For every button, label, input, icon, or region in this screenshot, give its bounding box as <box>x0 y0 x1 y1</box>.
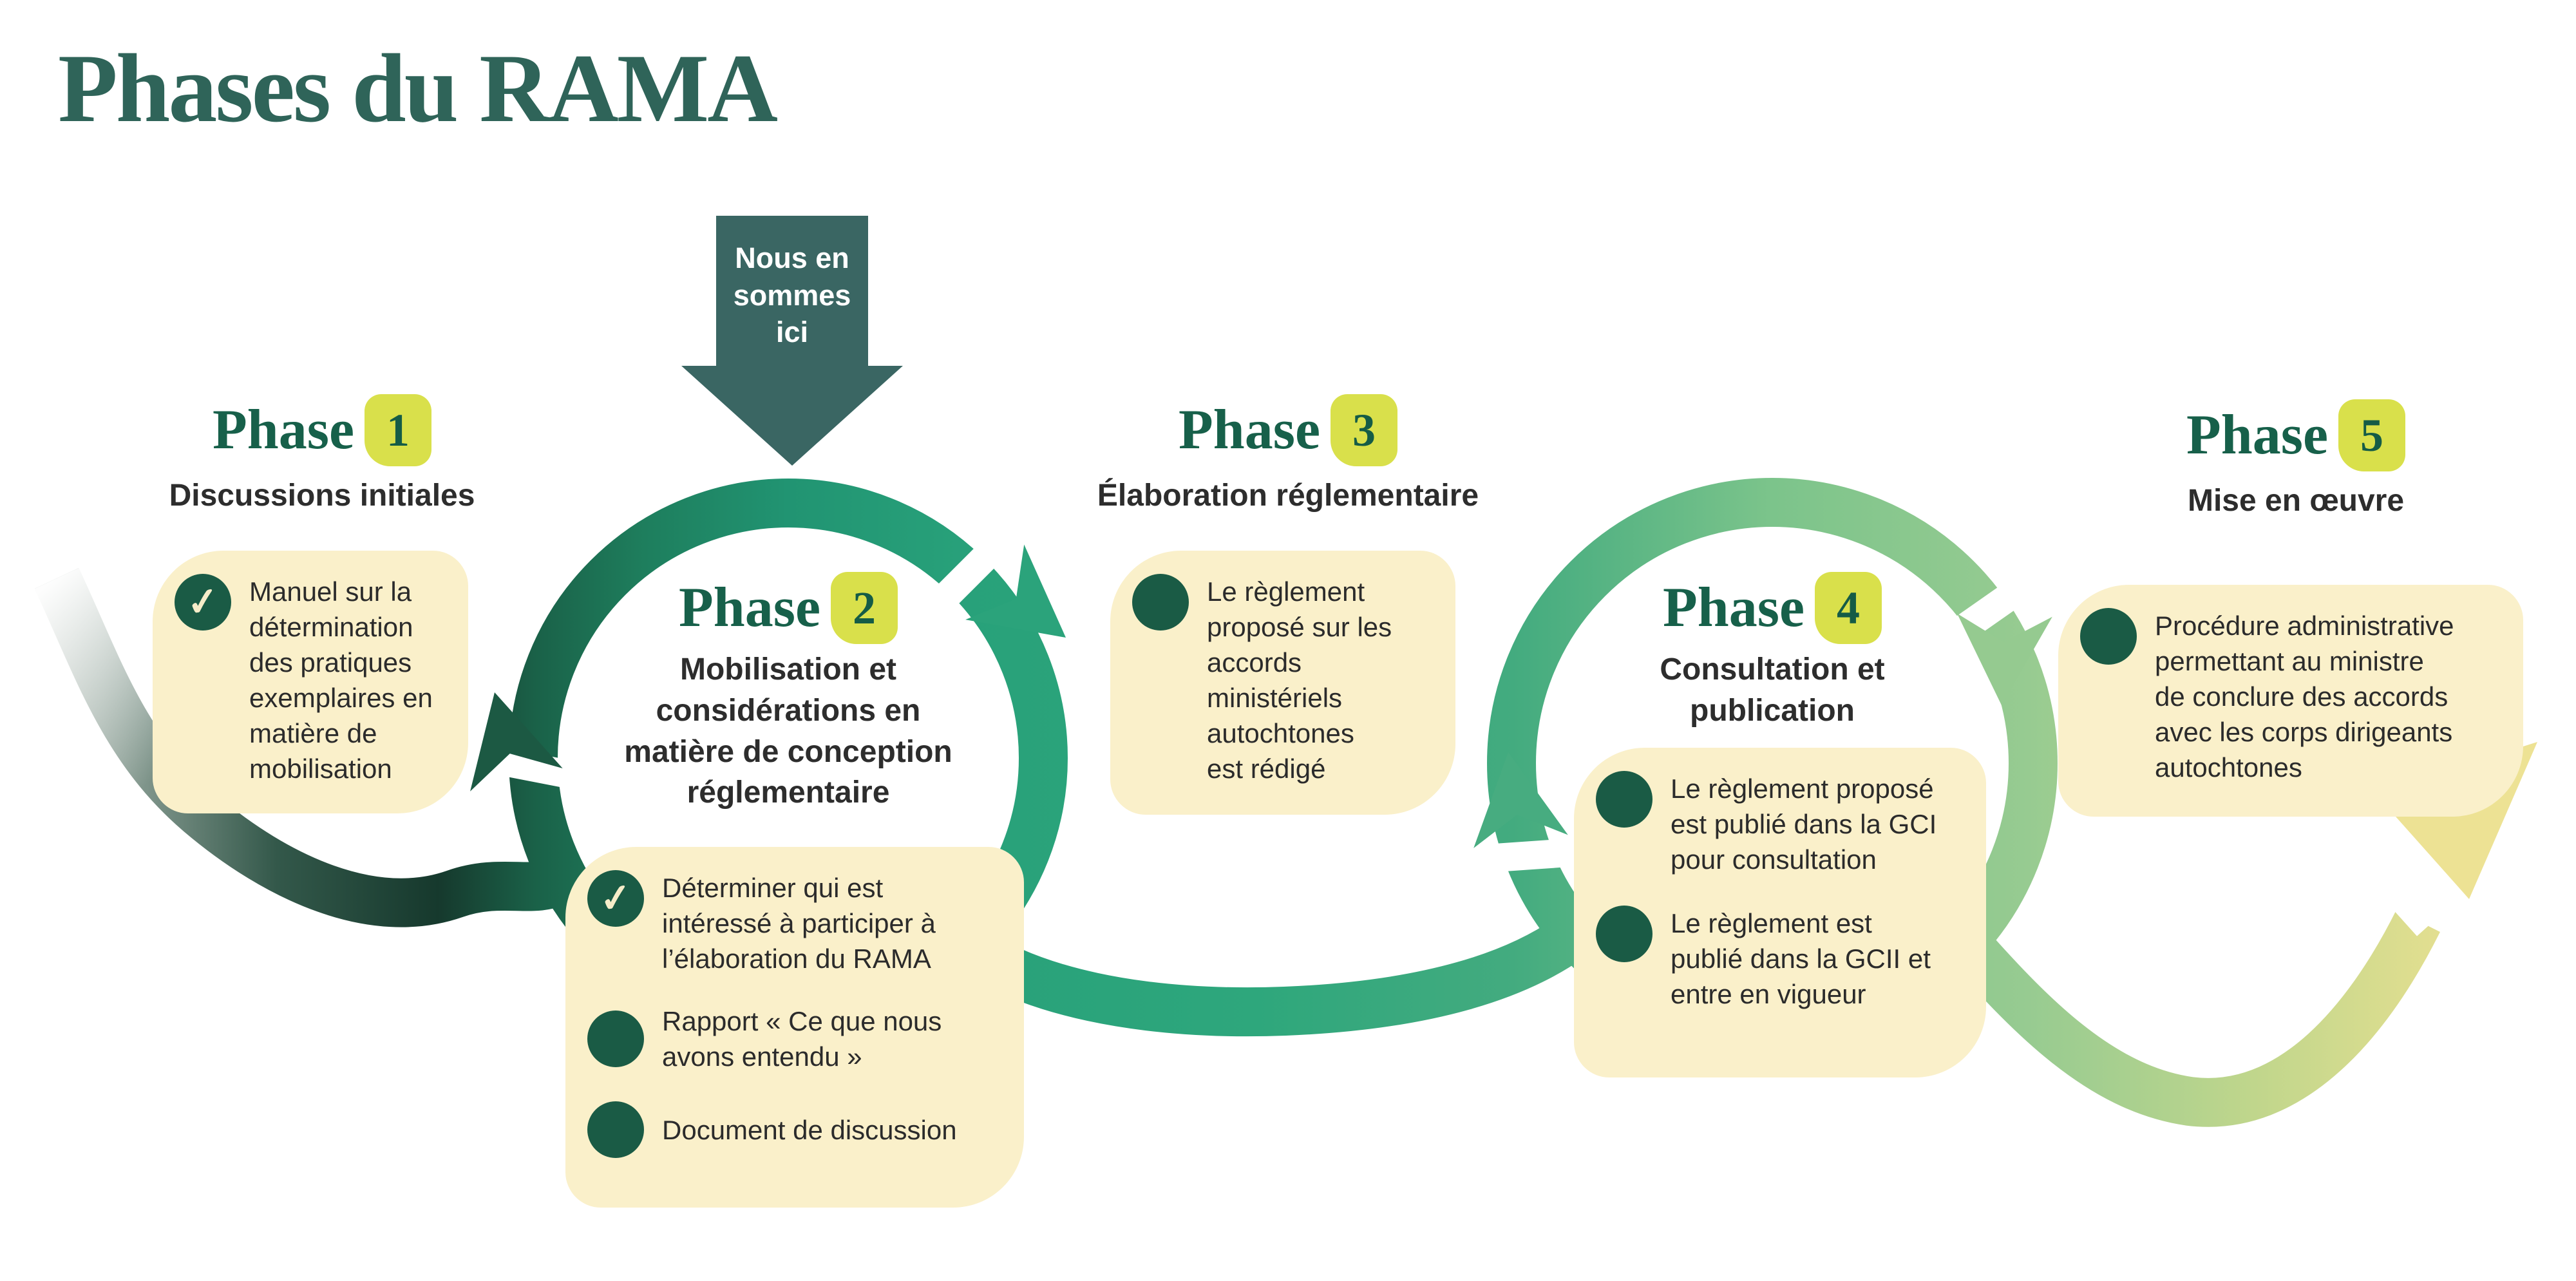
phase-2-subtitle: Mobilisation et considérations en matièr… <box>624 652 952 810</box>
check-circle-icon: ✓ <box>175 574 231 631</box>
flow-gap-2 <box>922 520 1023 620</box>
phase-4-number: 4 <box>1837 582 1860 634</box>
phase-4-label: Phase 4 <box>1663 572 1882 644</box>
phase-1-label: Phase 1 <box>213 394 431 466</box>
list-item: Le règlement proposé est publié dans la … <box>1596 771 1964 877</box>
dot-circle-icon <box>1132 574 1189 631</box>
flow-gap-3 <box>1455 838 1571 875</box>
phase-3-label: Phase 3 <box>1179 394 1397 466</box>
phase-2-number-badge: 2 <box>831 572 898 644</box>
dot-circle-icon <box>1596 906 1653 963</box>
phase-1-number-badge: 1 <box>365 394 431 466</box>
flow-valley-2 <box>930 902 1607 1037</box>
list-item: ✓ Manuel sur la détermination des pratiq… <box>175 574 446 786</box>
check-circle-icon: ✓ <box>587 870 644 927</box>
list-item: Le règlement proposé sur les accords min… <box>1132 574 1434 786</box>
dot-circle-icon <box>2080 608 2137 665</box>
phase-3-word: Phase <box>1179 399 1320 461</box>
phase-5-card: Procédure administrative permettant au m… <box>2058 585 2523 817</box>
phase-5-number: 5 <box>2360 410 2383 461</box>
phase-2-label: Phase 2 <box>679 572 898 644</box>
direction-chevron-4-icon <box>1956 613 2052 705</box>
page-title: Phases du RAMA <box>58 34 778 142</box>
list-item: Procédure administrative permettant au m… <box>2080 608 2501 785</box>
flow-gap-end <box>2341 831 2440 936</box>
phase-4-number-badge: 4 <box>1815 572 1882 644</box>
item-text: Le règlement proposé sur les accords min… <box>1207 576 1392 784</box>
item-text: Le règlement est publié dans la GCII et … <box>1671 908 1931 1010</box>
phase-5-subtitle: Mise en œuvre <box>2187 484 2405 518</box>
phase-3-subtitle: Élaboration réglementaire <box>1097 479 1479 513</box>
list-item: Le règlement est publié dans la GCII et … <box>1596 906 1964 1012</box>
phase-5-label: Phase 5 <box>2186 399 2405 471</box>
item-text: Procédure administrative permettant au m… <box>2155 611 2454 783</box>
flow-gap-4 <box>1933 567 2042 656</box>
direction-chevron-1-icon <box>470 692 563 792</box>
here-arrow-icon <box>681 216 903 466</box>
phase-4-word: Phase <box>1663 576 1804 639</box>
dot-circle-icon <box>587 1101 644 1159</box>
phase-3-number-badge: 3 <box>1331 394 1397 466</box>
item-text: Déterminer qui est intéressé à participe… <box>662 873 936 974</box>
phase-2-card: ✓ Déterminer qui est intéressé à partici… <box>565 847 1024 1208</box>
phase-3-number: 3 <box>1352 404 1376 456</box>
phase-1-word: Phase <box>213 399 354 461</box>
item-text: Le règlement proposé est publié dans la … <box>1671 773 1937 875</box>
direction-chevron-2-icon <box>965 544 1066 638</box>
phase-4-card: Le règlement proposé est publié dans la … <box>1574 748 1986 1077</box>
phase-2-number: 2 <box>853 582 876 634</box>
list-item: ✓ Déterminer qui est intéressé à partici… <box>587 870 1002 976</box>
dot-circle-icon <box>587 1011 644 1068</box>
flow-valley-3 <box>1939 909 2440 1127</box>
phase-1-subtitle: Discussions initiales <box>169 479 475 513</box>
list-item: Document de discussion <box>587 1101 1002 1159</box>
dot-circle-icon <box>1596 771 1653 828</box>
phase-1-card: ✓ Manuel sur la détermination des pratiq… <box>153 551 468 813</box>
phase-2-word: Phase <box>679 576 820 639</box>
item-text: Document de discussion <box>662 1114 957 1145</box>
phase-4-subtitle: Consultation et publication <box>1660 652 1885 728</box>
phase-1-number: 1 <box>386 404 410 456</box>
list-item: Rapport « Ce que nous avons entendu » <box>587 1003 1002 1074</box>
phase-5-word: Phase <box>2186 404 2328 466</box>
item-text: Manuel sur la détermination des pratique… <box>249 576 433 784</box>
here-marker-label: Nous en sommes ici <box>733 242 851 349</box>
item-text: Rapport « Ce que nous avons entendu » <box>662 1006 942 1072</box>
phase-3-card: Le règlement proposé sur les accords min… <box>1110 551 1455 815</box>
direction-chevron-3-icon <box>1473 752 1568 848</box>
phase-5-number-badge: 5 <box>2338 399 2405 471</box>
